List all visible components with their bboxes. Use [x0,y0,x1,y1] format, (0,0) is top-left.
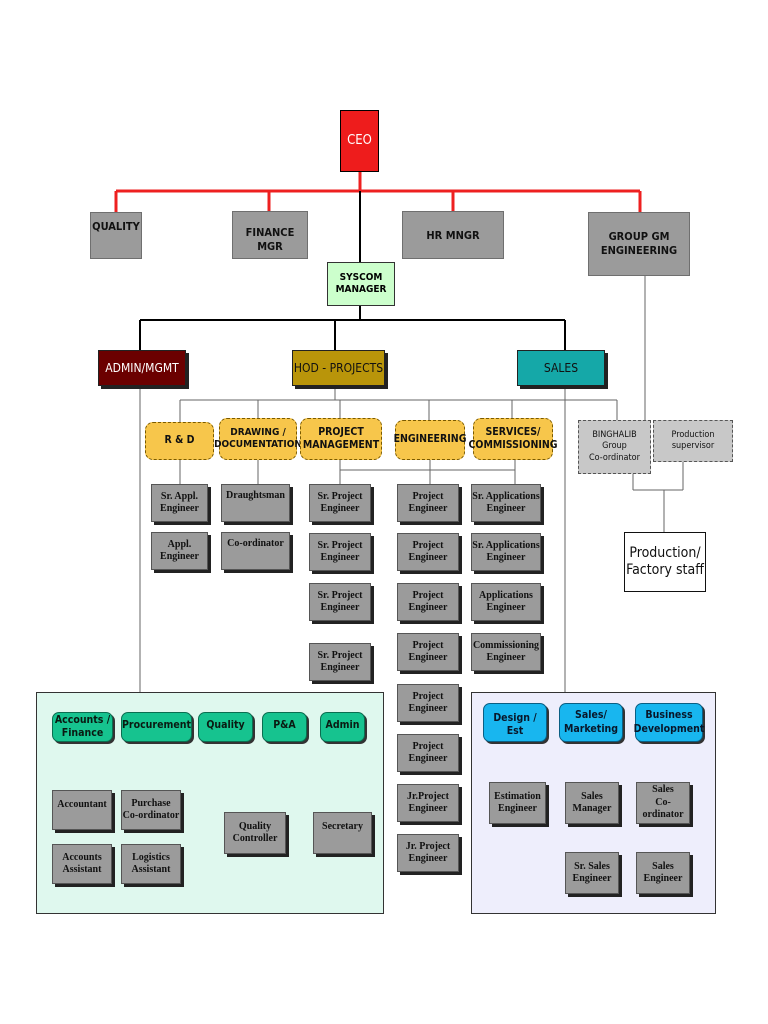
accounts-finance-box: Accounts / Finance [52,712,113,742]
services-commissioning-box: SERVICES/ COMMISSIONING [468,418,558,460]
project-engineer-box: Project Engineer [397,533,459,571]
business-development-box: Business Development [634,703,704,742]
applications-engineer-box: Applications Engineer [471,583,541,621]
sales-manager-box: Sales Manager [565,782,619,824]
sr-project-engineer-box: Sr. Project Engineer [309,643,371,681]
group-coordinator-box: BINGHALIB Group Co-ordinator [578,420,651,474]
sr-sales-engineer-box: Sr. Sales Engineer [565,852,619,894]
quality-box: QUALITY [90,212,142,259]
logistics-assistant-box: Logistics Assistant [121,844,181,884]
finance-mgr-box: FINANCE MGR [232,211,308,259]
production-supervisor-box: Production supervisor [653,420,733,462]
sr-applications-engineer-box: Sr. Applications Engineer [471,484,541,522]
admin-head-box: Admin [320,712,365,742]
production-factory-staff-box: Production/ Factory staff [624,532,706,592]
jr-project-engineer-box: Jr. Project Engineer [397,834,459,872]
project-engineer-box: Project Engineer [397,734,459,772]
group-gm-engineering-box: GROUP GM ENGINEERING [588,212,690,276]
engineering-dept-box: ENGINEERING [394,420,466,460]
sr-project-engineer-box: Sr. Project Engineer [309,484,371,522]
secretary-box: Secretary [313,812,372,854]
estimation-engineer-box: Estimation Engineer [489,782,546,824]
pa-box: P&A [262,712,307,742]
hod-projects-box: HOD - PROJECTS [292,350,385,386]
sr-applications-engineer-box: Sr. Applications Engineer [471,533,541,571]
co-ordinator-box: Co-ordinator [221,532,290,570]
project-engineer-box: Project Engineer [397,583,459,621]
sales-engineer-box: Sales Engineer [636,852,690,894]
sr-project-engineer-box: Sr. Project Engineer [309,583,371,621]
hr-manager-box: HR MNGR [402,211,504,259]
design-est-box: Design / Est [483,703,547,742]
sr-appl-engineer-box: Sr. Appl. Engineer [151,484,208,522]
accounts-assistant-box: Accounts Assistant [52,844,112,884]
ceo-box: CEO [340,110,379,172]
rd-dept-box: R & D [145,422,214,460]
accountant-box: Accountant [52,790,112,830]
project-engineer-box: Project Engineer [397,684,459,722]
draughtsman-box: Draughtsman [221,484,290,522]
admin-mgmt-box: ADMIN/MGMT [98,350,186,386]
project-engineer-box: Project Engineer [397,484,459,522]
quality-controller-box: Quality Controller [224,812,286,854]
jr-project-engineer-box: Jr.Project Engineer [397,784,459,822]
quality-head-box: Quality [198,712,253,742]
commissioning-engineer-box: Commissioning Engineer [471,633,541,671]
sales-coordinator-box: Sales Co-ordinator [636,782,690,824]
project-engineer-box: Project Engineer [397,633,459,671]
drawing-documentation-box: DRAWING / DOCUMENTATION [214,418,302,460]
syscom-manager-box: SYSCOM MANAGER [327,262,395,306]
purchase-coordinator-box: Purchase Co-ordinator [121,790,181,830]
appl-engineer-box: Appl. Engineer [151,532,208,570]
sales-box: SALES [517,350,605,386]
project-management-box: PROJECT MANAGEMENT [300,418,382,460]
sr-project-engineer-box: Sr. Project Engineer [309,533,371,571]
procurement-box: Procurement [121,712,192,742]
sales-marketing-box: Sales/ Marketing [559,703,623,742]
